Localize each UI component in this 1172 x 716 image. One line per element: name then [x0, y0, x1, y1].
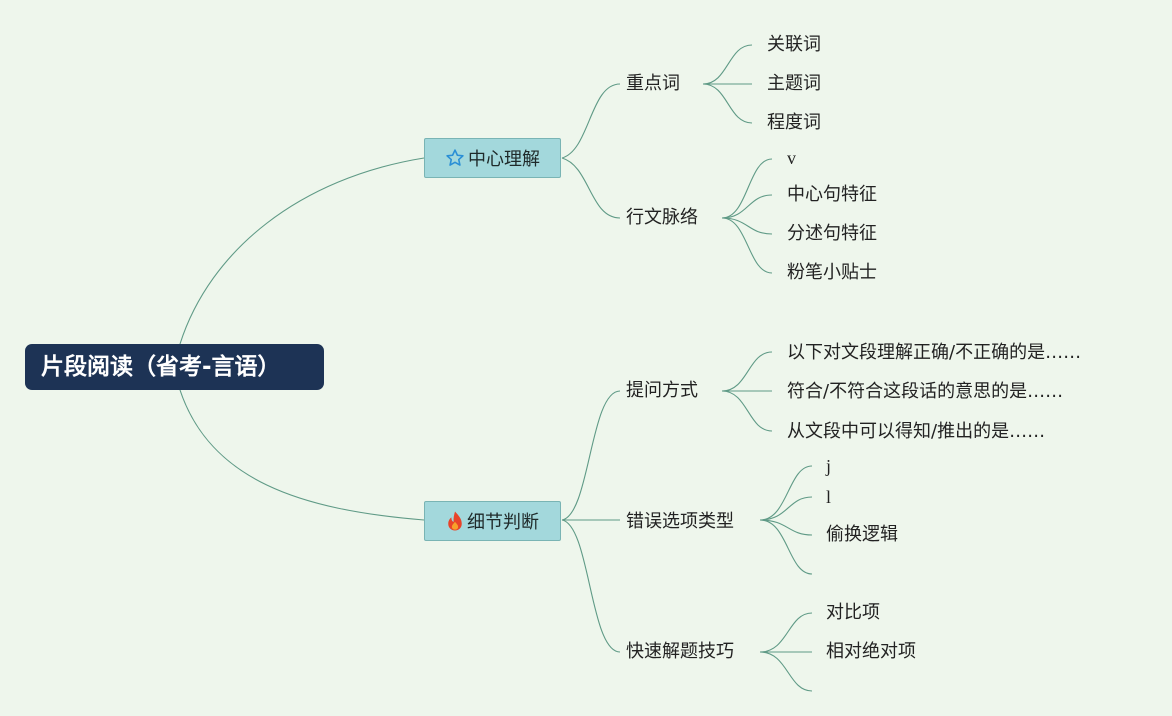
branch-node-label: 中心理解: [468, 149, 540, 170]
connector-t11-l0: [759, 465, 813, 521]
connector-b0-t1: [561, 157, 621, 219]
leaf-node[interactable]: v: [787, 148, 796, 168]
root-node-label: 片段阅读（省考-言语）: [41, 354, 281, 380]
connector-t10-l0: [721, 351, 773, 392]
branch-node-central-understanding[interactable]: 中心理解: [424, 138, 561, 178]
topic-node[interactable]: 行文脉络: [626, 207, 698, 228]
branch-node-label: 细节判断: [467, 512, 539, 533]
connector-t00-l0: [702, 44, 753, 85]
connector-t01-l0: [721, 158, 773, 219]
connector-t12-l0: [759, 612, 813, 653]
connector-t11-l2: [759, 519, 813, 536]
leaf-node[interactable]: l: [826, 487, 832, 507]
leaf-node[interactable]: 分述句特征: [787, 223, 877, 244]
leaf-node[interactable]: 关联词: [767, 34, 821, 55]
fire-icon: [446, 510, 464, 532]
connector-t10-l2: [721, 390, 773, 432]
connector-t01-l2: [721, 217, 773, 235]
leaf-node[interactable]: 中心句特征: [787, 184, 877, 205]
connector-t12-l2: [759, 651, 813, 692]
connector-root-b1: [179, 389, 425, 521]
connector-t11-l3: [759, 519, 813, 575]
connector-t01-l1: [721, 194, 773, 219]
connector-t00-l2: [702, 83, 753, 124]
leaf-node[interactable]: j: [826, 456, 832, 476]
topic-node[interactable]: 重点词: [626, 73, 680, 94]
connector-t01-l3: [721, 217, 773, 274]
leaf-node[interactable]: 主题词: [767, 73, 821, 94]
star-icon: [445, 148, 465, 168]
topic-node[interactable]: 提问方式: [626, 380, 698, 401]
topic-node[interactable]: 错误选项类型: [626, 511, 734, 532]
connector-b1-t2: [561, 519, 621, 653]
leaf-node[interactable]: 相对绝对项: [826, 641, 916, 662]
leaf-node[interactable]: 从文段中可以得知/推出的是……: [787, 421, 1046, 442]
connector-b1-t0: [561, 390, 621, 521]
topic-node[interactable]: 快速解题技巧: [626, 641, 734, 662]
connector-root-b0: [179, 157, 425, 345]
connector-t11-l1: [759, 496, 813, 521]
branch-node-detail-judgement[interactable]: 细节判断: [424, 501, 561, 541]
leaf-node[interactable]: 偷换逻辑: [826, 524, 898, 545]
connector-b0-t0: [561, 83, 621, 159]
root-node[interactable]: 片段阅读（省考-言语）: [25, 344, 324, 390]
leaf-node[interactable]: 以下对文段理解正确/不正确的是……: [787, 342, 1082, 363]
leaf-node[interactable]: 程度词: [767, 112, 821, 133]
leaf-node[interactable]: 符合/不符合这段话的意思的是……: [787, 381, 1064, 402]
leaf-node[interactable]: 对比项: [826, 602, 880, 623]
leaf-node[interactable]: 粉笔小贴士: [787, 262, 877, 283]
